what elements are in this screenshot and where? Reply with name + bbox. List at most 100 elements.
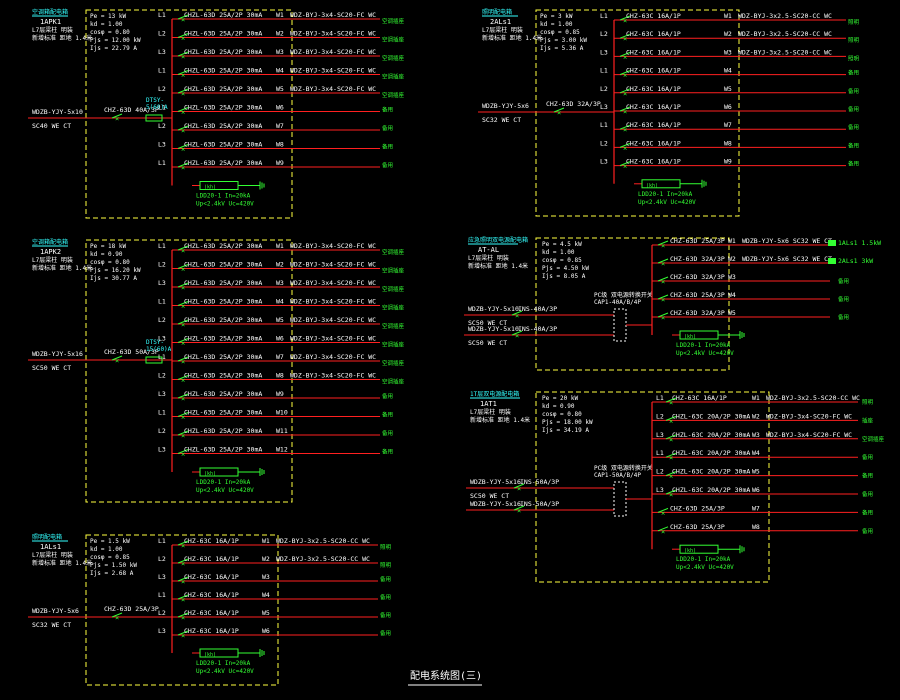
circuit-use: 空调插座: [382, 91, 405, 99]
inlet-breaker: CHZ-63D 40A/3P: [104, 106, 159, 114]
circuit-number: W6: [724, 103, 732, 111]
breaker-contact-icon: [657, 507, 669, 513]
circuit-breaker: CHZL-63D 25A/2P 30mA: [184, 159, 262, 167]
load-param: kd = 1.00: [542, 249, 575, 256]
circuit-breaker: CHZ-63D 25A/3P: [670, 504, 725, 512]
circuit-breaker: CHZL-63D 25A/2P 30mA: [184, 261, 262, 269]
breaker-cross-icon: ×: [623, 108, 627, 116]
circuit-number: W8: [724, 139, 732, 147]
breaker-contact-icon: [177, 630, 189, 636]
load-param: Ijs = 34.19 A: [542, 427, 589, 434]
breaker-contact-icon: [177, 107, 189, 112]
circuit-breaker: CHZL-63D 25A/2P 30mA: [184, 427, 262, 435]
meter-rating: 5(60)A: [146, 104, 168, 111]
feeder-target-tag: 2ALs1 3kW: [828, 257, 873, 265]
circuit-breaker: CHZ-63D 32A/3P: [670, 309, 725, 317]
circuit-cable: WDZ-BYJ-3x4-SC20-FC WC: [290, 30, 376, 38]
circuit-use: 备用: [862, 453, 873, 461]
breaker-contact-icon: [177, 33, 189, 38]
breaker-contact-icon: [619, 51, 631, 57]
circuit-number: W2: [276, 30, 284, 38]
panel-frame: [535, 237, 730, 371]
circuit-use: 备用: [380, 611, 391, 619]
circuit-breaker: CHZ-63C 16A/1P: [626, 67, 681, 75]
circuit-number: W5: [262, 609, 270, 617]
circuit-breaker: CHZL-63D 25A/2P 30mA: [184, 122, 262, 130]
load-param: Pjs = 12.00 kW: [90, 37, 141, 44]
circuit-use: 备用: [862, 527, 873, 535]
circuit-breaker: CHZ-63C 16A/1P: [626, 85, 681, 93]
circuit-breaker: CHZ-63C 16A/1P: [626, 121, 681, 129]
circuit-number: W5: [724, 85, 732, 93]
breaker-cross-icon: ×: [181, 632, 185, 640]
circuit-use: 备用: [382, 106, 393, 114]
inlet-cable: WDZB-YJY-5x16: [470, 478, 521, 486]
inlet-breaker: CHZ-63D 32A/3P: [546, 100, 601, 108]
phase-label: L3: [158, 390, 166, 398]
breaker-contact-icon: [511, 330, 523, 336]
breaker-contact-icon: [177, 245, 189, 251]
phase-label: L2: [158, 261, 166, 269]
load-param: Ijs = 8.05 A: [542, 273, 586, 280]
breaker-contact-icon: [657, 258, 669, 264]
circuit-cable: WDZ-BYJ-3x2.5-SC20-CC WC: [276, 555, 370, 563]
breaker-cross-icon: ×: [115, 357, 119, 365]
inlet-breaker: INS-40A/3P: [518, 305, 557, 313]
breaker-contact-icon: [177, 612, 189, 618]
circuit-use: 备用: [848, 160, 859, 168]
circuit-breaker: CHZL-63D 25A/2P 30mA: [184, 316, 262, 324]
circuit-number: W12: [276, 446, 288, 454]
panel-name: 1ALs1: [40, 543, 61, 551]
circuit-use: 备用: [382, 429, 393, 437]
phase-label: L1: [656, 449, 664, 457]
circuit-number: W4: [752, 449, 760, 457]
breaker-cross-icon: ×: [669, 473, 673, 481]
breaker-contact-icon: [177, 449, 189, 454]
spd-voltage: Up<2.4kV Uc=420V: [196, 201, 254, 208]
panel-frame: [85, 9, 293, 219]
breaker-contact-icon: [665, 489, 677, 495]
circuit-breaker: CHZL-63D 25A/2P 30mA: [184, 279, 262, 287]
load-param: Pe = 3 kW: [540, 13, 573, 20]
panel-name: 1APK1: [40, 18, 61, 26]
circuit-cable: WDZ-BYJ-3x4-SC20-FC WC: [766, 431, 852, 439]
breaker-cross-icon: ×: [623, 53, 627, 61]
breaker-contact-icon: [619, 70, 631, 76]
breaker-cross-icon: ×: [181, 146, 185, 154]
breaker-cross-icon: ×: [181, 358, 185, 366]
circuit-cable: WDZ-BYJ-3x2.5-SC20-CC WC: [766, 394, 860, 402]
panel-header: 应急照明双电源配电箱: [468, 236, 528, 244]
circuit-number: W2: [276, 261, 284, 269]
load-param: Pe = 20 kW: [542, 395, 579, 402]
circuit-number: W3: [752, 431, 760, 439]
breaker-cross-icon: ×: [181, 578, 185, 586]
breaker-cross-icon: ×: [623, 72, 627, 80]
circuit-use: 空调插座: [382, 341, 405, 349]
phase-label: L1: [158, 409, 166, 417]
spd-voltage: Up<2.4kV Uc=420V: [638, 199, 696, 206]
tag-marker-icon: [828, 240, 836, 246]
breaker-cross-icon: ×: [557, 109, 561, 117]
inlet-conduit: SC50 WE CT: [470, 492, 509, 500]
phase-label: L2: [600, 139, 608, 147]
circuit-breaker: CHZ-63D 25A/3P: [670, 237, 725, 245]
breaker-contact-icon: [665, 397, 677, 403]
breaker-contact-icon: [177, 264, 189, 269]
breaker-contact-icon: [177, 540, 189, 546]
circuit-cable: WDZ-BYJ-3x4-SC20-FC WC: [290, 85, 376, 93]
